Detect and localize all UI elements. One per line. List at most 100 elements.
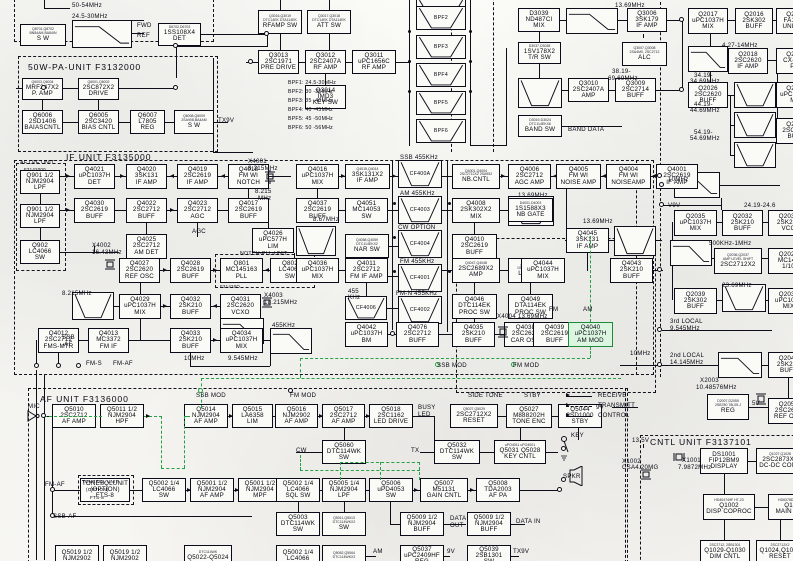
band-pass-filter-symbol	[734, 82, 776, 108]
block-line-3: PLL	[235, 272, 248, 280]
highlight-path	[161, 416, 162, 468]
signal-arrow	[170, 208, 174, 212]
block-line-3: LPF	[34, 184, 46, 192]
block-line-3: MIX	[702, 23, 714, 31]
block-line-3: BUFF	[465, 336, 482, 344]
junction-dot	[393, 236, 396, 239]
wire	[387, 308, 398, 309]
block-line-3: BUFF	[182, 272, 199, 280]
low-pass-filter-symbol	[670, 240, 712, 266]
wire-label: V9V	[668, 202, 681, 209]
highlight-path	[340, 462, 341, 480]
bpf-table-row-5: BPF5: 45 -50MHz	[288, 116, 333, 122]
wire	[329, 34, 330, 50]
wire	[263, 340, 270, 341]
signal-arrow	[170, 174, 174, 178]
wire	[724, 520, 725, 540]
block-line-1: BAND SW	[524, 125, 556, 133]
block-line-3: AF AMP	[62, 418, 86, 426]
wire-label: 14.145MHz	[670, 359, 704, 366]
bpf-table-row-2: BPF2: 30 -35MHz	[288, 89, 333, 95]
connector-node	[264, 31, 269, 36]
wire	[344, 428, 345, 440]
block-line-3: AMP	[581, 92, 596, 100]
subunit-label-af-lpf: AF LPF UNIT	[20, 160, 55, 166]
filter-label: BPF4	[433, 72, 449, 78]
junction-dot	[448, 270, 451, 273]
wire-label: X4001	[248, 158, 267, 165]
crystal-icon-x4004	[497, 325, 509, 341]
unit-label-af: AF UNIT F3136000	[40, 394, 129, 404]
wire	[520, 428, 521, 440]
wire	[52, 490, 80, 491]
component-block-q2034: Q2034uPC1037MIX	[768, 288, 793, 314]
block-line-3: BUFF	[623, 272, 640, 280]
wire-label: 500KHz-1MHz	[709, 240, 752, 247]
connector-node	[557, 487, 562, 492]
band-pass-filter-symbol: BPF4	[416, 63, 466, 87]
block-line-3: AF AMP	[284, 418, 309, 426]
highlight-path	[380, 462, 381, 480]
block-line-3: NOISE AMP	[560, 178, 597, 186]
wire	[539, 64, 540, 78]
wire	[447, 160, 448, 332]
filter-label: CF4002	[409, 307, 431, 313]
block-line-3: RF AMP	[361, 64, 387, 72]
block-line-3: LIM	[267, 242, 279, 250]
signal-arrow	[319, 414, 323, 418]
block-line-3: BUFF	[182, 308, 199, 316]
highlight-path	[340, 462, 420, 463]
wire-label: 10MHz	[668, 176, 689, 183]
block-line-3: HPF	[115, 418, 129, 426]
block-line-3: BUFF	[413, 526, 431, 534]
bpf-table-row-4: BPF4: 40 -45MHz	[288, 107, 333, 113]
wire	[728, 20, 735, 21]
wire	[366, 556, 376, 557]
wire-label: 16.43MHz	[92, 249, 122, 256]
signal-arrow	[235, 488, 239, 492]
block-line-1: SW	[338, 523, 350, 531]
block-line-3: SW	[338, 454, 350, 462]
highlight-path	[300, 455, 301, 470]
wire	[768, 60, 776, 61]
block-line-3: FM IF	[99, 342, 118, 350]
unit-label-pa: 50W-PA-UNIT F3132000	[28, 62, 142, 72]
wire-label: 10MHz	[184, 355, 205, 362]
connector-node	[390, 331, 395, 336]
wire	[474, 223, 475, 234]
block-line-3: MIX	[537, 272, 549, 280]
signal-arrow	[265, 268, 269, 272]
wire	[79, 340, 88, 341]
connector-node	[76, 363, 81, 368]
wire-label: FM MOD	[290, 392, 317, 399]
wire	[280, 0, 281, 10]
wire-label: 4.27-14MHz	[722, 42, 758, 49]
connector-node	[41, 85, 46, 90]
band-pass-filter-symbol	[614, 226, 656, 256]
